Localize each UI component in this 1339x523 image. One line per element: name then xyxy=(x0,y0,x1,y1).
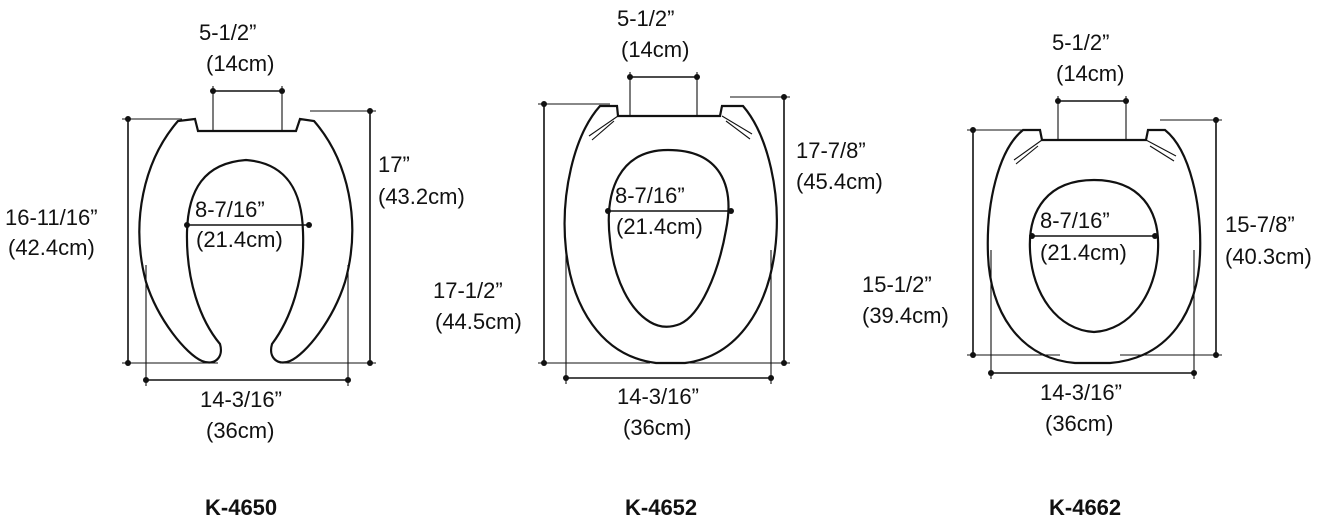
outer-width-label: 14-3/16” xyxy=(617,384,699,409)
diagram-k4650: 5-1/2” (14cm) 8-7/16” (21.4cm) 16-11/16”… xyxy=(5,20,465,520)
inner-width-dimension: 8-7/16” (21.4cm) xyxy=(605,183,734,239)
model-label: K-4662 xyxy=(1049,495,1121,520)
inner-width-dimension: 8-7/16” (21.4cm) xyxy=(184,197,312,252)
left-length-metric-label: (42.4cm) xyxy=(8,235,95,260)
diagram-k4662: 5-1/2” (14cm) 8-7/16” (21.4cm) 15-1/2” (… xyxy=(862,30,1312,520)
inner-width-label: 8-7/16” xyxy=(615,183,685,208)
open-front-seat-outline xyxy=(138,117,354,364)
hinge-width-metric-label: (14cm) xyxy=(1056,61,1124,86)
left-length-dimension: 15-1/2” (39.4cm) xyxy=(862,127,1060,358)
hinge-width-label: 5-1/2” xyxy=(617,6,674,31)
right-length-metric-label: (45.4cm) xyxy=(796,169,883,194)
outer-width-dimension: 14-3/16” (36cm) xyxy=(143,265,351,443)
left-length-label: 17-1/2” xyxy=(433,278,503,303)
inner-width-metric-label: (21.4cm) xyxy=(616,214,703,239)
model-label: K-4650 xyxy=(205,495,277,520)
right-length-metric-label: (43.2cm) xyxy=(378,184,465,209)
hinge-width-metric-label: (14cm) xyxy=(206,51,274,76)
diagram-k4652: 5-1/2” (14cm) 8-7/16” (21.4cm) 17-1/2” (… xyxy=(433,6,883,520)
right-length-dimension: 17-7/8” (45.4cm) xyxy=(690,94,883,366)
left-length-dimension: 16-11/16” (42.4cm) xyxy=(5,116,218,366)
inner-width-metric-label: (21.4cm) xyxy=(1040,240,1127,265)
right-length-label: 17” xyxy=(378,152,410,177)
left-length-dimension: 17-1/2” (44.5cm) xyxy=(433,101,650,366)
left-length-label: 16-11/16” xyxy=(5,205,98,230)
seat-opening xyxy=(1028,178,1160,334)
right-length-label: 15-7/8” xyxy=(1225,212,1295,237)
inner-width-label: 8-7/16” xyxy=(195,197,265,222)
inner-width-dimension: 8-7/16” (21.4cm) xyxy=(1029,208,1158,265)
hinge-dimension: 5-1/2” (14cm) xyxy=(1052,30,1129,140)
outer-width-label: 14-3/16” xyxy=(1040,380,1122,405)
outer-width-metric-label: (36cm) xyxy=(1045,411,1113,436)
right-length-label: 17-7/8” xyxy=(796,138,866,163)
model-label: K-4652 xyxy=(625,495,697,520)
outer-width-dimension: 14-3/16” (36cm) xyxy=(563,250,774,440)
hinge-width-label: 5-1/2” xyxy=(1052,30,1109,55)
inner-width-label: 8-7/16” xyxy=(1040,208,1110,233)
outer-width-dimension: 14-3/16” (36cm) xyxy=(988,250,1197,436)
right-length-metric-label: (40.3cm) xyxy=(1225,244,1312,269)
left-length-metric-label: (44.5cm) xyxy=(435,309,522,334)
left-length-label: 15-1/2” xyxy=(862,272,932,297)
inner-width-metric-label: (21.4cm) xyxy=(196,227,283,252)
hinge-width-metric-label: (14cm) xyxy=(621,37,689,62)
outer-width-metric-label: (36cm) xyxy=(623,415,691,440)
left-length-metric-label: (39.4cm) xyxy=(862,303,949,328)
hinge-dimension: 5-1/2” (14cm) xyxy=(617,6,700,116)
hinge-dimension: 5-1/2” (14cm) xyxy=(199,20,285,131)
hinge-width-label: 5-1/2” xyxy=(199,20,256,45)
right-length-dimension: 15-7/8” (40.3cm) xyxy=(1120,117,1312,358)
right-length-dimension: 17” (43.2cm) xyxy=(280,108,465,366)
outer-width-label: 14-3/16” xyxy=(200,387,282,412)
outer-width-metric-label: (36cm) xyxy=(206,418,274,443)
